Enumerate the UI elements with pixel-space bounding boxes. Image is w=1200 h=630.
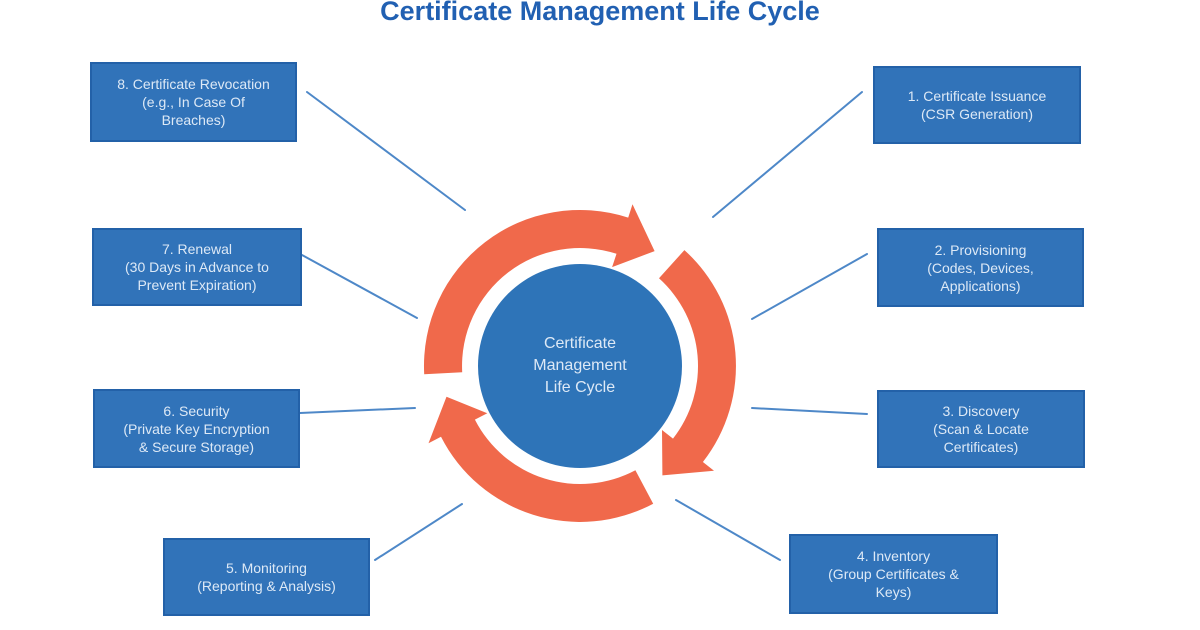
connector-line-6: [299, 407, 416, 414]
node-label-3: 3. Discovery (Scan & Locate Certificates…: [933, 403, 1029, 455]
node-box-6-security: 6. Security (Private Key Encryption & Se…: [93, 389, 300, 468]
node-label-4: 4. Inventory (Group Certificates & Keys): [828, 548, 959, 600]
center-circle-label: Certificate Management Life Cycle: [533, 335, 627, 396]
node-box-1-certificate-issuance: 1. Certificate Issuance (CSR Generation): [873, 66, 1081, 144]
cycle-arrows: [423, 204, 736, 522]
connector-line-3: [751, 407, 868, 415]
node-label-7: 7. Renewal (30 Days in Advance to Preven…: [125, 241, 269, 293]
connector-line-8: [306, 91, 466, 211]
node-box-4-inventory: 4. Inventory (Group Certificates & Keys): [789, 534, 998, 614]
center-circle: [478, 264, 682, 468]
connector-line-5: [374, 503, 463, 561]
connector-line-4: [675, 499, 781, 561]
diagram-title: Certificate Management Life Cycle: [380, 0, 820, 26]
node-box-5-monitoring: 5. Monitoring (Reporting & Analysis): [163, 538, 370, 616]
connector-line-2: [751, 253, 868, 320]
connector-line-7: [301, 254, 418, 319]
node-label-5: 5. Monitoring (Reporting & Analysis): [197, 560, 336, 594]
node-label-6: 6. Security (Private Key Encryption & Se…: [123, 402, 270, 455]
node-label-8: 8. Certificate Revocation (e.g., In Case…: [117, 76, 270, 128]
cycle-arrow-bottom-left: [428, 396, 654, 522]
cycle-arrow-top: [423, 204, 655, 375]
node-label-2: 2. Provisioning (Codes, Devices, Applica…: [927, 241, 1034, 294]
node-box-7-renewal: 7. Renewal (30 Days in Advance to Preven…: [92, 228, 302, 306]
node-box-2-provisioning: 2. Provisioning (Codes, Devices, Applica…: [877, 228, 1084, 307]
node-label-1: 1. Certificate Issuance (CSR Generation): [907, 88, 1047, 122]
connector-line-1: [712, 91, 863, 218]
cycle-arrow-right: [659, 250, 736, 476]
connector-lines: [299, 91, 868, 561]
node-box-3-discovery: 3. Discovery (Scan & Locate Certificates…: [877, 390, 1085, 468]
node-box-8-certificate-revocation: 8. Certificate Revocation (e.g., In Case…: [90, 62, 297, 142]
